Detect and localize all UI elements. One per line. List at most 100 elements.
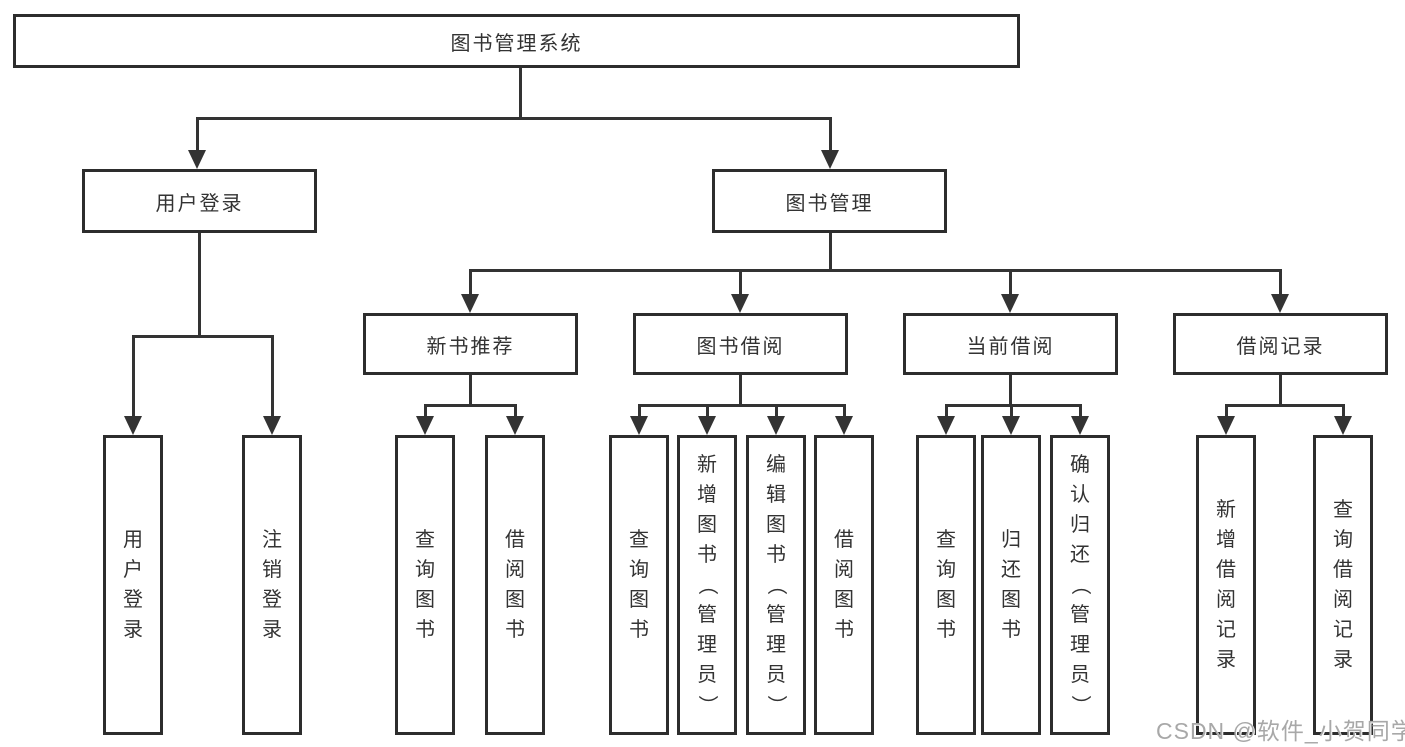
vertical-char: 理 (697, 634, 717, 656)
connector-line (468, 375, 472, 407)
leaf-current-query-book: 查询图书 (916, 435, 976, 735)
leaf-record-add-record: 新增借阅记录 (1196, 435, 1256, 735)
vertical-char: 销 (262, 559, 282, 581)
connector-line (828, 233, 832, 272)
vertical-char: 登 (123, 589, 143, 611)
connector-line (1008, 270, 1012, 297)
connector-line (270, 336, 274, 419)
vertical-char: 询 (936, 559, 956, 581)
node-user-login: 用户登录 (82, 169, 317, 233)
vertical-char: 新 (1216, 499, 1236, 521)
connector-line (1008, 375, 1012, 407)
connector-line (705, 405, 709, 419)
arrowhead-down-icon (1271, 294, 1289, 313)
vertical-char: 记 (1216, 619, 1236, 641)
node-current-borrow: 当前借阅 (903, 313, 1118, 375)
arrowhead-down-icon (1002, 416, 1020, 435)
node-label: 图书管理 (785, 192, 874, 215)
vertical-char: 图 (834, 589, 854, 611)
vertical-char: 增 (697, 484, 717, 506)
vertical-char: 归 (1070, 514, 1090, 536)
vertical-char: 员 (1070, 664, 1090, 686)
arrowhead-down-icon (767, 416, 785, 435)
vertical-char: 登 (262, 589, 282, 611)
vertical-char: 员 (766, 664, 786, 686)
arrowhead-down-icon (1071, 416, 1089, 435)
vertical-char: 询 (1333, 529, 1353, 551)
node-label: 用户登录 (155, 192, 244, 215)
connector-line (518, 68, 522, 120)
arrowhead-down-icon (630, 416, 648, 435)
arrowhead-down-icon (698, 416, 716, 435)
connector-line (468, 270, 472, 297)
connector-line (423, 403, 517, 407)
node-label: 图书借阅 (696, 335, 785, 358)
arrowhead-down-icon (1001, 294, 1019, 313)
vertical-char: 户 (123, 559, 143, 581)
vertical-char: 阅 (834, 559, 854, 581)
connector-line (131, 334, 274, 338)
vertical-char: 书 (766, 544, 786, 566)
vertical-char: 录 (1333, 649, 1353, 671)
node-book-borrow: 图书借阅 (633, 313, 848, 375)
vertical-char: 用 (123, 529, 143, 551)
connector-line (637, 405, 641, 419)
arrowhead-down-icon (416, 416, 434, 435)
arrowhead-down-icon (835, 416, 853, 435)
vertical-char: 书 (834, 619, 854, 641)
vertical-char: 借 (834, 529, 854, 551)
vertical-char: 查 (629, 529, 649, 551)
vertical-char: 管 (766, 604, 786, 626)
connector-line (468, 268, 1282, 272)
node-library-management-system: 图书管理系统 (13, 14, 1020, 68)
arrowhead-down-icon (124, 416, 142, 435)
arrowhead-down-icon (821, 150, 839, 169)
vertical-char: 书 (415, 619, 435, 641)
vertical-char: 书 (629, 619, 649, 641)
vertical-char: （ (696, 575, 718, 595)
leaf-recommend-query-book: 查询图书 (395, 435, 455, 735)
arrowhead-down-icon (263, 416, 281, 435)
vertical-char: 增 (1216, 529, 1236, 551)
vertical-char: 书 (505, 619, 525, 641)
connector-line (1278, 375, 1282, 407)
vertical-char: 图 (1001, 589, 1021, 611)
vertical-char: 询 (629, 559, 649, 581)
vertical-char: 阅 (1216, 589, 1236, 611)
vertical-char: 归 (1001, 529, 1021, 551)
vertical-char: 辑 (766, 484, 786, 506)
vertical-char: 管 (697, 604, 717, 626)
vertical-char: 图 (505, 589, 525, 611)
connector-line (774, 405, 778, 419)
vertical-char: 书 (936, 619, 956, 641)
arrowhead-down-icon (461, 294, 479, 313)
vertical-char: ） (765, 695, 787, 715)
vertical-char: 还 (1001, 559, 1021, 581)
vertical-char: 阅 (505, 559, 525, 581)
vertical-char: 图 (415, 589, 435, 611)
arrowhead-down-icon (506, 416, 524, 435)
node-book-management: 图书管理 (712, 169, 947, 233)
arrowhead-down-icon (937, 416, 955, 435)
leaf-logout: 注销登录 (242, 435, 302, 735)
leaf-record-query-record: 查询借阅记录 (1313, 435, 1373, 735)
csdn-watermark: CSDN @软件_小贺同学 (1156, 718, 1405, 744)
arrowhead-down-icon (1217, 416, 1235, 435)
vertical-char: 查 (415, 529, 435, 551)
vertical-char: 员 (697, 664, 717, 686)
arrowhead-down-icon (1334, 416, 1352, 435)
arrowhead-down-icon (188, 150, 206, 169)
connector-line (1224, 405, 1228, 419)
connector-line (1078, 405, 1082, 419)
vertical-char: 新 (697, 454, 717, 476)
connector-line (738, 375, 742, 407)
connector-line (738, 270, 742, 297)
connector-line (131, 336, 135, 419)
vertical-char: 阅 (1333, 589, 1353, 611)
leaf-current-return-book: 归还图书 (981, 435, 1041, 735)
connector-line (1224, 403, 1345, 407)
vertical-char: 确 (1070, 454, 1090, 476)
vertical-char: 查 (936, 529, 956, 551)
vertical-char: 理 (1070, 634, 1090, 656)
